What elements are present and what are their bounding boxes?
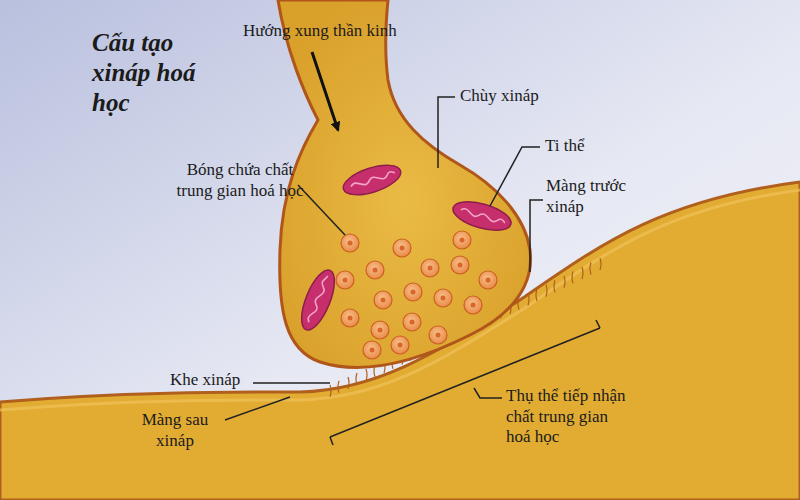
vesicle-core <box>370 348 375 353</box>
vesicle <box>363 341 381 359</box>
vesicle-core <box>398 343 403 348</box>
receptor-stroke <box>554 280 555 292</box>
receptor-stroke <box>338 381 339 393</box>
diagram-title: Cấu tạo xináp hoá học <box>92 28 204 118</box>
vesicle-core <box>400 246 405 251</box>
receptor-stroke <box>564 276 565 288</box>
receptor-stroke <box>536 289 537 301</box>
vesicle-core <box>428 266 433 271</box>
vesicle-core <box>381 298 386 303</box>
receptor-stroke <box>528 293 529 305</box>
vesicle <box>393 239 411 257</box>
vesicle-core <box>348 241 353 246</box>
vesicle <box>403 313 421 331</box>
vesicle-core <box>486 278 491 283</box>
synaptic-knob <box>278 0 531 367</box>
vesicle-core <box>410 320 415 325</box>
receptor-stroke <box>366 369 367 381</box>
part-label: Thụ thể tiếp nhận chất trung gian hoá họ… <box>506 386 636 448</box>
receptor-stroke <box>600 258 601 270</box>
mitochondria <box>295 159 514 334</box>
part-label: Màng sau xináp <box>125 410 225 451</box>
vesicle-core <box>471 303 476 308</box>
vesicle <box>371 321 389 339</box>
part-label: Khe xináp <box>170 370 260 391</box>
receptor-stroke <box>518 298 519 310</box>
vesicle <box>453 231 471 249</box>
vesicle-core <box>441 296 446 301</box>
vesicle-core <box>373 268 378 273</box>
part-label: Ti thể <box>545 136 625 157</box>
vesicle <box>391 336 409 354</box>
vesicle <box>479 271 497 289</box>
vesicle-core <box>343 278 348 283</box>
vesicle-core <box>348 316 353 321</box>
vesicle-core <box>378 328 383 333</box>
impulse-arrow <box>312 52 338 130</box>
part-label: Hướng xung thần kinh <box>243 21 473 42</box>
vesicle-core <box>411 290 416 295</box>
vesicle <box>421 259 439 277</box>
vesicle <box>341 234 359 252</box>
part-label: Bóng chứa chất trung gian hoá học <box>176 160 304 201</box>
vesicle <box>451 256 469 274</box>
vesicles <box>336 231 497 359</box>
receptor-stroke <box>582 267 583 279</box>
receptor-stroke <box>572 271 573 283</box>
part-label: Chùy xináp <box>460 86 590 107</box>
vesicle <box>404 283 422 301</box>
vesicle <box>434 289 452 307</box>
vesicle <box>336 271 354 289</box>
vesicle <box>464 296 482 314</box>
receptor-stroke <box>356 373 357 385</box>
vesicle <box>429 326 447 344</box>
vesicle <box>366 261 384 279</box>
vesicle-core <box>458 263 463 268</box>
part-label: Màng trước xináp <box>546 176 658 217</box>
vesicle-core <box>460 238 465 243</box>
vesicle <box>374 291 392 309</box>
receptor-stroke <box>348 377 349 389</box>
receptor-stroke <box>330 385 331 397</box>
receptor-stroke <box>590 262 591 274</box>
vesicle-core <box>436 333 441 338</box>
receptor-stroke <box>546 285 547 297</box>
vesicle <box>341 309 359 327</box>
